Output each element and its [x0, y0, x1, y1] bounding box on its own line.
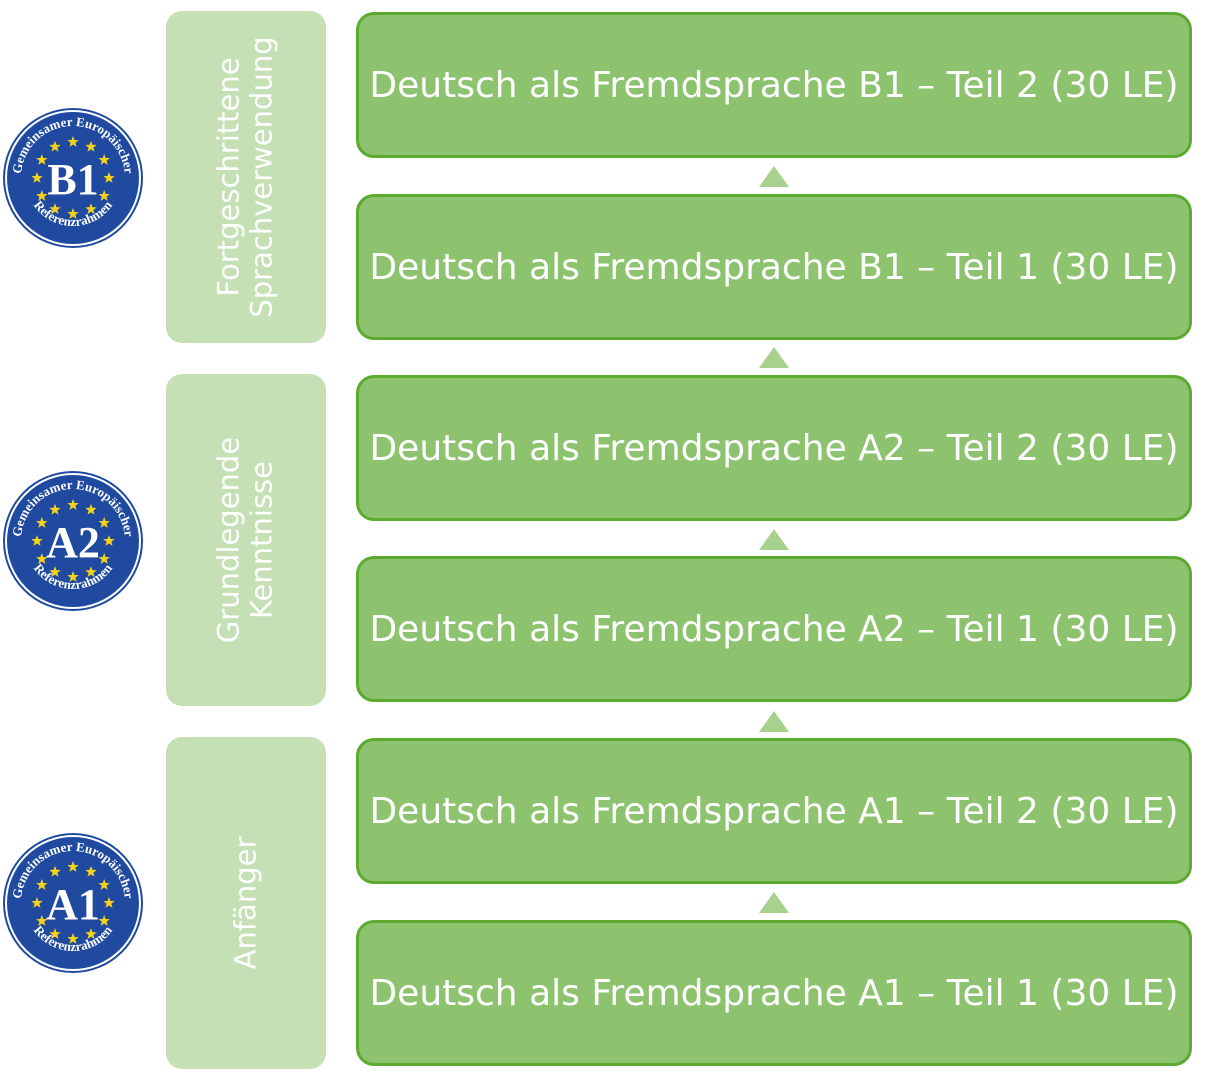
- star-icon: [85, 928, 97, 940]
- star-icon: [85, 203, 97, 215]
- star-icon: [67, 136, 79, 147]
- badge-level: B1: [47, 155, 98, 204]
- category-line-1: Grundlegende: [211, 436, 246, 644]
- star-icon: [36, 915, 48, 926]
- star-icon: [31, 535, 43, 546]
- star-ring-icon: [31, 136, 115, 219]
- star-icon: [49, 928, 61, 940]
- star-icon: [85, 566, 97, 578]
- course-a2-part-2: Deutsch als Fremdsprache A2 – Teil 2 (30…: [356, 375, 1192, 521]
- course-label: Deutsch als Fremdsprache A2 – Teil 1 (30…: [369, 608, 1179, 650]
- star-icon: [67, 571, 79, 582]
- category-label: Fortgeschrittene Sprachverwendung: [211, 36, 280, 318]
- badge-circle: [3, 833, 143, 973]
- star-icon: [98, 154, 110, 165]
- star-icon: [98, 879, 110, 890]
- star-icon: [49, 865, 61, 877]
- badge-level: A1: [46, 880, 100, 929]
- star-icon: [67, 208, 79, 219]
- course-b1-part-2: Deutsch als Fremdsprache B1 – Teil 2 (30…: [356, 12, 1192, 158]
- category-line-1: Anfänger: [228, 836, 263, 970]
- star-icon: [98, 915, 110, 926]
- course-label: Deutsch als Fremdsprache B1 – Teil 2 (30…: [369, 64, 1179, 106]
- course-label: Deutsch als Fremdsprache A1 – Teil 2 (30…: [369, 790, 1179, 832]
- category-advanced: Fortgeschrittene Sprachverwendung: [166, 11, 326, 343]
- badge-circle: [3, 471, 143, 611]
- star-icon: [31, 897, 43, 908]
- category-label: Anfänger: [228, 836, 263, 970]
- star-icon: [103, 172, 115, 183]
- course-label: Deutsch als Fremdsprache A1 – Teil 1 (30…: [369, 972, 1179, 1014]
- star-ring-icon: [31, 499, 115, 582]
- arrow-up-icon: [759, 347, 789, 368]
- star-icon: [36, 190, 48, 201]
- star-icon: [67, 861, 79, 872]
- arrow-up-icon: [759, 529, 789, 550]
- star-icon: [67, 933, 79, 944]
- arrow-up-icon: [759, 711, 789, 732]
- star-icon: [85, 865, 97, 877]
- star-icon: [85, 140, 97, 152]
- star-icon: [103, 897, 115, 908]
- star-icon: [98, 517, 110, 528]
- category-line-2: Sprachverwendung: [245, 36, 279, 318]
- cefr-badge-a2: Gemeinsamer Europäischer Referenzrahmen …: [2, 470, 144, 612]
- star-icon: [98, 190, 110, 201]
- star-icon: [36, 879, 48, 890]
- category-line-2: Kenntnisse: [245, 460, 279, 620]
- category-label: Grundlegende Kenntnisse: [211, 436, 280, 644]
- star-icon: [36, 553, 48, 564]
- badge-circle: [3, 108, 143, 248]
- star-icon: [49, 140, 61, 152]
- star-ring-icon: [31, 861, 115, 944]
- cefr-badge-a1: Gemeinsamer Europäischer Referenzrahmen …: [2, 832, 144, 974]
- star-icon: [98, 553, 110, 564]
- course-a2-part-1: Deutsch als Fremdsprache A2 – Teil 1 (30…: [356, 556, 1192, 702]
- badge-level: A2: [46, 518, 100, 567]
- course-a1-part-1: Deutsch als Fremdsprache A1 – Teil 1 (30…: [356, 920, 1192, 1066]
- star-icon: [49, 203, 61, 215]
- star-icon: [49, 503, 61, 515]
- star-icon: [36, 154, 48, 165]
- course-b1-part-1: Deutsch als Fremdsprache B1 – Teil 1 (30…: [356, 194, 1192, 340]
- star-icon: [67, 499, 79, 510]
- arrow-up-icon: [759, 166, 789, 187]
- course-a1-part-2: Deutsch als Fremdsprache A1 – Teil 2 (30…: [356, 738, 1192, 884]
- star-icon: [85, 503, 97, 515]
- category-beginner: Anfänger: [166, 737, 326, 1069]
- cefr-badge-b1: Gemeinsamer Europäischer Referenzrahmen …: [2, 107, 144, 249]
- star-icon: [36, 517, 48, 528]
- category-basic: Grundlegende Kenntnisse: [166, 374, 326, 706]
- course-label: Deutsch als Fremdsprache B1 – Teil 1 (30…: [369, 246, 1179, 288]
- arrow-up-icon: [759, 892, 789, 913]
- category-line-1: Fortgeschrittene: [211, 57, 246, 297]
- star-icon: [31, 172, 43, 183]
- star-icon: [49, 566, 61, 578]
- star-icon: [103, 535, 115, 546]
- course-label: Deutsch als Fremdsprache A2 – Teil 2 (30…: [369, 427, 1179, 469]
